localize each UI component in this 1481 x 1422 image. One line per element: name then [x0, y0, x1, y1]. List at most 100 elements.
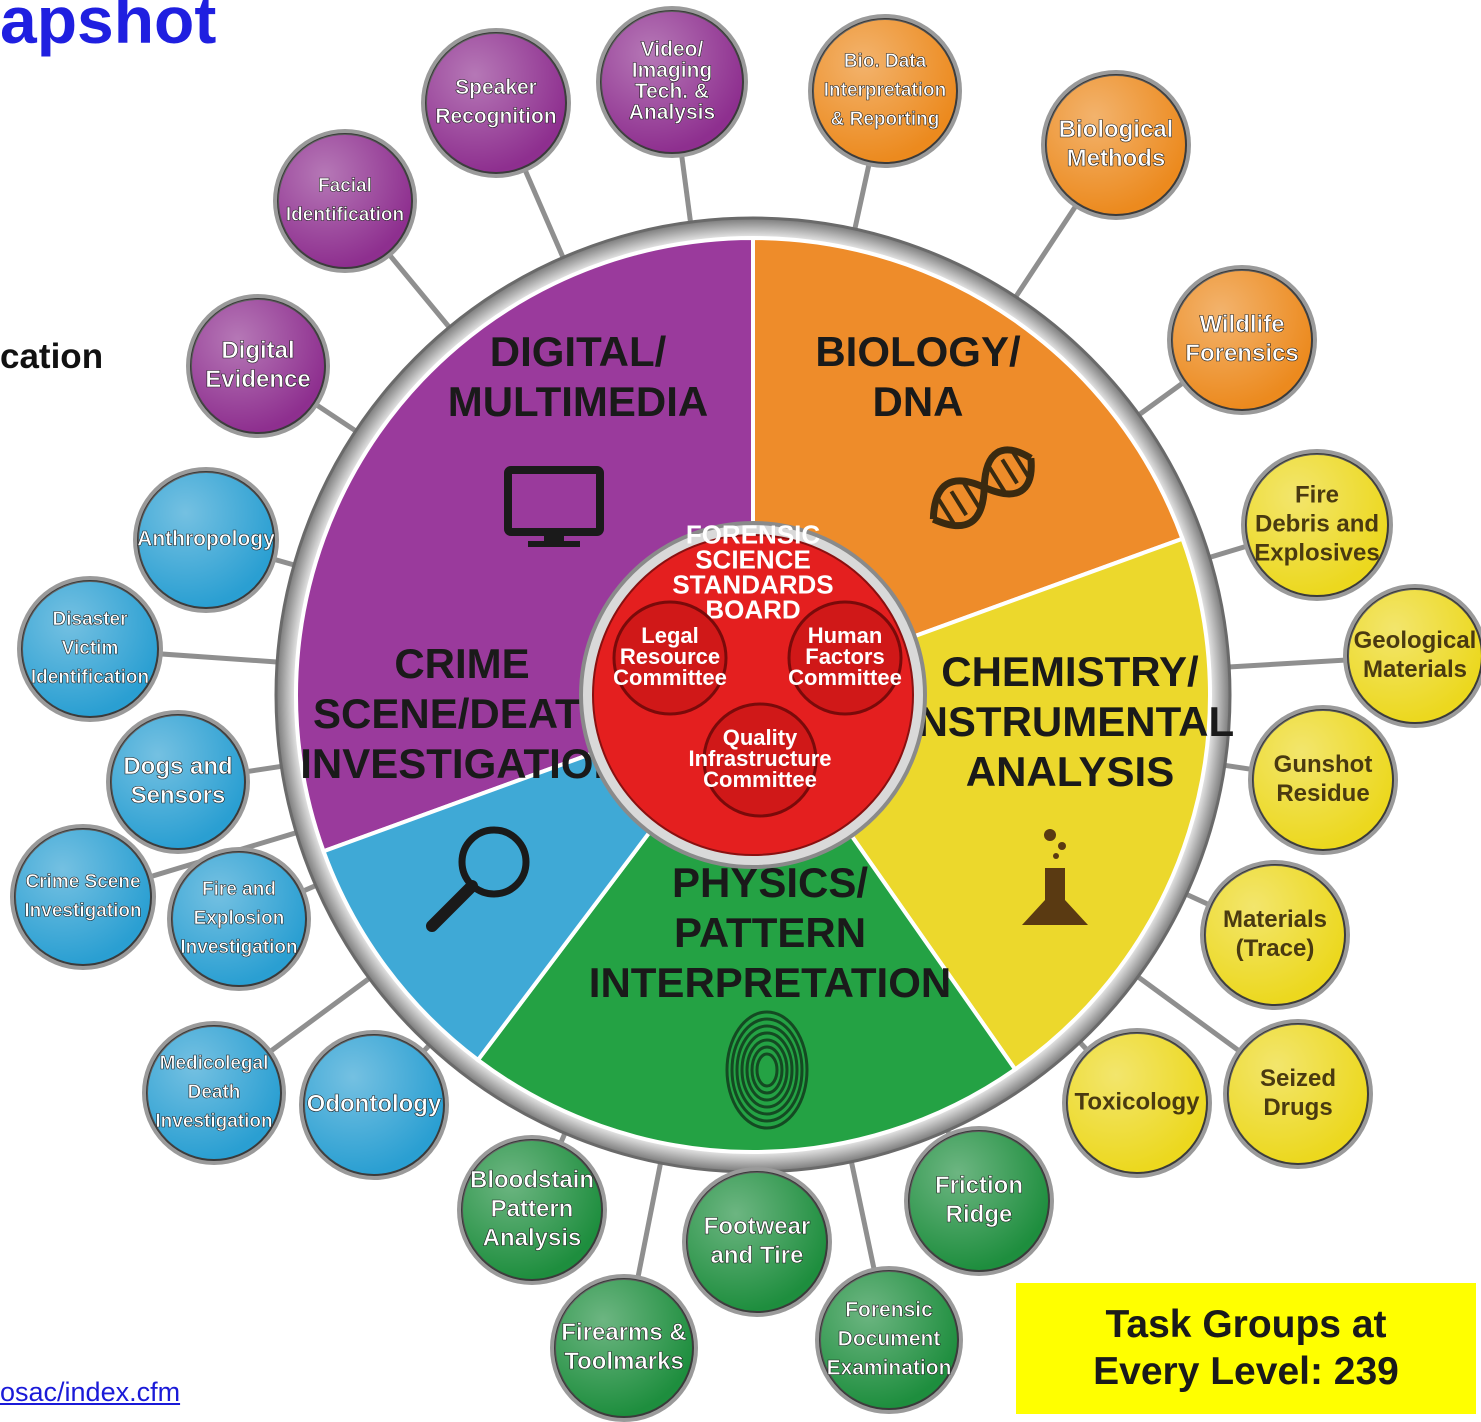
subcommittee-fire-and-explosion-investigation-label-line: Explosion [194, 908, 285, 929]
subcommittee-wildlife-forensics-shine [1172, 270, 1312, 410]
subcommittee-odontology-label-line: Odontology [307, 1090, 442, 1117]
task-groups-line-2: Every Level: 239 [1093, 1349, 1399, 1393]
subcommittee-firearms-toolmarks-label: Firearms &Toolmarks [561, 1319, 687, 1376]
area-label-crime-line: INVESTIGATION [300, 740, 624, 787]
standards-board: FORENSICSCIENCESTANDARDSBOARDLegalResour… [579, 519, 927, 869]
committee-legal-line: Committee [613, 665, 727, 690]
subcommittee-dogs-and-sensors-label-line: Dogs and [123, 753, 232, 780]
subcommittee-video-imaging-tech-analysis-label-line: Imaging [632, 59, 713, 82]
subcommittee-bloodstain-pattern-analysis-label-line: Bloodstain [470, 1166, 594, 1193]
area-label-crime-line: CRIME [394, 640, 529, 687]
subcommittee-materials-trace: Materials(Trace) [1200, 860, 1350, 1010]
committee-quality-circle [702, 702, 818, 818]
subcommittee-crime-scene-investigation-shine [15, 829, 151, 965]
subcommittee-materials-trace-label-line: (Trace) [1236, 935, 1315, 962]
subcommittee-toxicology-label-line: Toxicology [1075, 1088, 1201, 1115]
subcommittee-materials-trace-shine [1205, 865, 1345, 1005]
subcommittee-anthropology-shine [138, 472, 274, 608]
subcommittee-bloodstain-pattern-analysis-shine [462, 1140, 602, 1280]
subcommittee-friction-ridge-label-line: Friction [935, 1172, 1023, 1199]
subcommittee-fire-and-explosion-investigation-label-line: Investigation [180, 937, 297, 958]
committee-human-line: Committee [788, 665, 902, 690]
area-label-digital-line: MULTIMEDIA [448, 378, 709, 425]
committee-quality-line: Quality [723, 725, 798, 750]
osac-link[interactable]: osac/index.cfm [0, 1377, 181, 1407]
subcommittee-materials-trace-label: Materials(Trace) [1223, 906, 1327, 962]
subcommittee-fire-and-explosion-investigation-label-line: Fire and [202, 879, 276, 900]
subcommittee-disaster-victim-identification-label-line: Identification [31, 667, 149, 688]
area-label-digital-line: DIGITAL/ [490, 328, 667, 375]
board-title-line: SCIENCE [695, 544, 811, 574]
subcommittee-crime-scene-investigation-label-line: Investigation [24, 901, 141, 922]
subcommittee-odontology-label: Odontology [306, 1090, 442, 1118]
area-label-chemistry-line: INSTRUMENTAL [906, 698, 1234, 745]
area-label-chemistry-line: ANALYSIS [966, 748, 1175, 795]
area-label-biology: BIOLOGY/DNA [815, 328, 1021, 425]
subcommittee-digital-evidence-shine [191, 299, 325, 433]
subcommittee-disaster-victim-identification-label-line: Disaster [53, 609, 129, 630]
subcommittee-speaker-recognition-label-line: Speaker [455, 76, 537, 99]
board-title-line: STANDARDS [672, 569, 833, 599]
committee-human-circle [787, 600, 903, 716]
committee-quality-line: Committee [703, 767, 817, 792]
subcommittee-anthropology-label: Anthropology [137, 527, 276, 551]
subcommittee-firearms-toolmarks-label-line: Firearms & [561, 1319, 686, 1346]
committee-human-line: Human [808, 623, 883, 648]
subcommittee-seized-drugs-label-line: Drugs [1263, 1094, 1332, 1121]
subcommittee-anthropology-label-line: Anthropology [137, 528, 275, 551]
subcommittee-footwear-and-tire-label-line: and Tire [711, 1242, 804, 1269]
subcommittee-toxicology-shine [1067, 1033, 1207, 1173]
subcommittee-seized-drugs-label-line: Seized [1260, 1065, 1336, 1092]
subcommittee-bio-data-interpretation-reporting-shine [813, 19, 957, 163]
subcommittee-footwear-and-tire-label-line: Footwear [704, 1213, 811, 1240]
wedge-physics [475, 691, 1018, 1154]
subcommittee-toxicology-label: Toxicology [1075, 1088, 1201, 1115]
area-label-biology-line: BIOLOGY/ [815, 328, 1021, 375]
board-title-line: FORENSIC [686, 519, 821, 549]
subcommittee-footwear-and-tire-shine [687, 1172, 827, 1312]
area-label-digital: DIGITAL/MULTIMEDIA [448, 328, 709, 425]
subcommittee-odontology: Odontology [299, 1030, 449, 1180]
subcommittee-medicolegal-death-investigation-label-line: Investigation [155, 1111, 272, 1132]
subcommittee-wildlife-forensics-label-line: Forensics [1185, 340, 1298, 367]
subcommittee-facial-identification-label-line: Identification [286, 205, 404, 226]
area-label-chemistry-line: CHEMISTRY/ [941, 648, 1199, 695]
subcommittee-friction-ridge-shine [909, 1131, 1049, 1271]
subcommittee-bubbles: DigitalEvidenceFacialIdentificationSpeak… [10, 6, 1481, 1422]
subcommittee-firearms-toolmarks-shine [555, 1279, 693, 1417]
subcommittee-anthropology: Anthropology [133, 467, 279, 613]
subcommittee-geological-materials-label-line: Materials [1363, 656, 1467, 683]
subcommittee-materials-trace-label-line: Materials [1223, 906, 1327, 933]
subcommittee-bio-data-interpretation-reporting-label-line: Bio. Data [844, 51, 927, 72]
subcommittee-wildlife-forensics-label-line: Wildlife [1199, 311, 1284, 338]
subcommittee-firearms-toolmarks: Firearms &Toolmarks [550, 1274, 698, 1422]
subcommittee-forensic-document-examination-label-line: Examination [827, 1357, 952, 1380]
committee-legal-line: Resource [620, 644, 720, 669]
subcommittee-fire-debris-and-explosives-shine [1246, 454, 1388, 596]
subcommittee-fire-debris-and-explosives-label-line: Debris and [1255, 510, 1379, 537]
fingerprint-icon [725, 1010, 809, 1130]
subcommittee-fire-and-explosion-investigation-shine [172, 852, 306, 986]
subcommittee-fire-debris-and-explosives-label-line: Explosives [1254, 539, 1379, 566]
